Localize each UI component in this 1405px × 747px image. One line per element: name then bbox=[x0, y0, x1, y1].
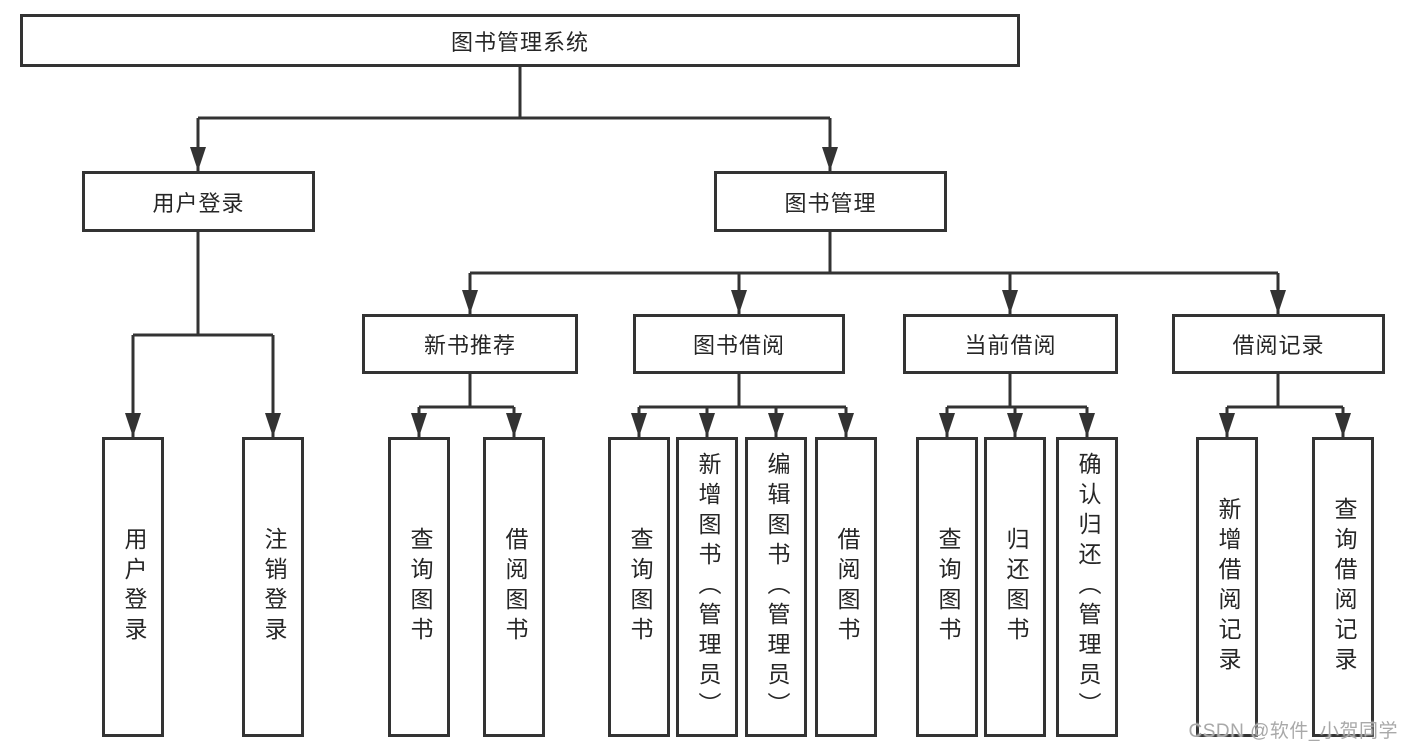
node-leaf-logout: 注销登录 bbox=[242, 437, 304, 737]
node-leaf-recommend-query-books: 查询图书 bbox=[388, 437, 450, 737]
node-label: 借阅记录 bbox=[1232, 333, 1325, 358]
node-leaf-borrowing-query-books: 查询图书 bbox=[608, 437, 670, 737]
connector-user-login-rail bbox=[133, 232, 273, 337]
node-label: 借阅图书 bbox=[833, 527, 860, 647]
node-leaf-add-books-admin: 新增图书（管理员） bbox=[676, 437, 738, 737]
node-book-management: 图书管理 bbox=[714, 171, 947, 232]
node-leaf-edit-books-admin: 编辑图书（管理员） bbox=[745, 437, 807, 737]
node-borrowing-records: 借阅记录 bbox=[1172, 314, 1385, 374]
node-leaf-user-login: 用户登录 bbox=[102, 437, 164, 737]
csdn-watermark: CSDN @软件_小贺同学 bbox=[1188, 721, 1398, 742]
node-label: 编辑图书（管理员） bbox=[763, 452, 790, 722]
node-label: 查询图书 bbox=[934, 527, 961, 647]
node-label: 新增图书（管理员） bbox=[694, 452, 721, 722]
node-label: 注销登录 bbox=[260, 527, 287, 647]
node-current-borrowing: 当前借阅 bbox=[903, 314, 1118, 374]
node-leaf-add-borrow-record: 新增借阅记录 bbox=[1196, 437, 1258, 737]
node-leaf-borrowing-borrow-books: 借阅图书 bbox=[815, 437, 877, 737]
connector-book-borrowing-rail bbox=[639, 374, 846, 409]
node-label: 图书管理系统 bbox=[450, 29, 589, 55]
node-label: 图书借阅 bbox=[692, 333, 785, 358]
node-library-management-system: 图书管理系统 bbox=[20, 14, 1020, 67]
connector-root-rail bbox=[198, 67, 830, 120]
node-leaf-return-books: 归还图书 bbox=[984, 437, 1046, 737]
node-new-book-recommend: 新书推荐 bbox=[362, 314, 578, 374]
node-label: 确认归还（管理员） bbox=[1074, 452, 1101, 722]
node-label: 图书管理 bbox=[784, 190, 877, 216]
connector-current-borrowing-rail bbox=[947, 374, 1087, 409]
connector-book-management-rail bbox=[470, 232, 1278, 275]
connector-new-book-recommend-rail bbox=[419, 374, 514, 409]
node-label: 用户登录 bbox=[120, 527, 147, 647]
node-label: 查询借阅记录 bbox=[1330, 497, 1357, 677]
node-user-login: 用户登录 bbox=[82, 171, 315, 232]
node-leaf-confirm-return-admin: 确认归还（管理员） bbox=[1056, 437, 1118, 737]
node-label: 用户登录 bbox=[152, 190, 245, 216]
node-label: 查询图书 bbox=[626, 527, 653, 647]
node-label: 当前借阅 bbox=[964, 333, 1057, 358]
node-label: 新书推荐 bbox=[423, 333, 516, 358]
node-book-borrowing: 图书借阅 bbox=[633, 314, 845, 374]
node-leaf-query-borrow-record: 查询借阅记录 bbox=[1312, 437, 1374, 737]
node-label: 查询图书 bbox=[406, 527, 433, 647]
node-label: 归还图书 bbox=[1002, 527, 1029, 647]
node-leaf-recommend-borrow-books: 借阅图书 bbox=[483, 437, 545, 737]
node-leaf-current-query-books: 查询图书 bbox=[916, 437, 978, 737]
node-label: 新增借阅记录 bbox=[1214, 497, 1241, 677]
connector-borrowing-records-rail bbox=[1227, 374, 1343, 409]
node-label: 借阅图书 bbox=[501, 527, 528, 647]
